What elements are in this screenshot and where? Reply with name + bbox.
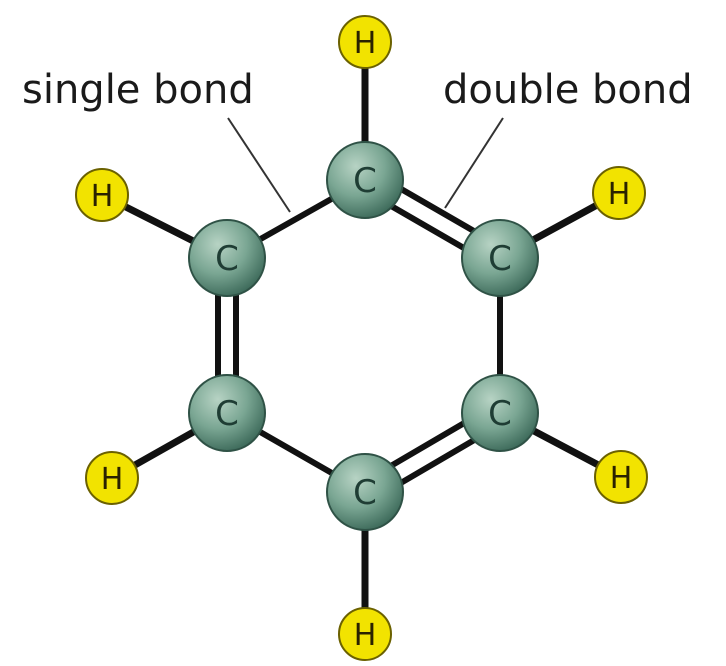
single-bond-leader-line xyxy=(227,117,291,213)
hydrogen-atom-lower-right: H xyxy=(594,450,648,504)
hydrogen-atom-upper-left: H xyxy=(75,168,129,222)
hydrogen-symbol: H xyxy=(91,179,114,214)
double-bond-leader-line xyxy=(444,117,504,209)
carbon-atom-lower-right: C xyxy=(461,374,539,452)
carbon-symbol: C xyxy=(215,239,239,279)
hydrogen-atom-upper-right: H xyxy=(592,166,646,220)
single-bond-label: single bond xyxy=(22,67,254,113)
carbon-atom-upper-right: C xyxy=(461,219,539,297)
carbon-symbol: C xyxy=(488,239,512,279)
hydrogen-symbol: H xyxy=(608,177,631,212)
carbon-atom-top: C xyxy=(326,141,404,219)
carbon-atom-bottom: C xyxy=(326,453,404,531)
double-bond-label: double bond xyxy=(443,67,693,113)
ring-bonds xyxy=(215,168,508,504)
carbon-atom-lower-left: C xyxy=(188,374,266,452)
hydrogen-symbol: H xyxy=(354,618,377,653)
ch-bonds xyxy=(98,38,625,638)
hydrogen-symbol: H xyxy=(101,462,124,497)
carbon-atom-upper-left: C xyxy=(188,219,266,297)
hydrogen-atom-lower-left: H xyxy=(85,451,139,505)
hydrogen-symbol: H xyxy=(354,26,377,61)
carbon-atoms: C C C C C C xyxy=(188,141,539,531)
carbon-symbol: C xyxy=(488,394,512,434)
carbon-symbol: C xyxy=(353,161,377,201)
carbon-symbol: C xyxy=(353,473,377,513)
hydrogen-atom-top: H xyxy=(338,15,392,69)
hydrogen-symbol: H xyxy=(610,461,633,496)
hydrogen-atoms: H H H H H H xyxy=(75,15,648,661)
carbon-symbol: C xyxy=(215,394,239,434)
hydrogen-atom-bottom: H xyxy=(338,607,392,661)
